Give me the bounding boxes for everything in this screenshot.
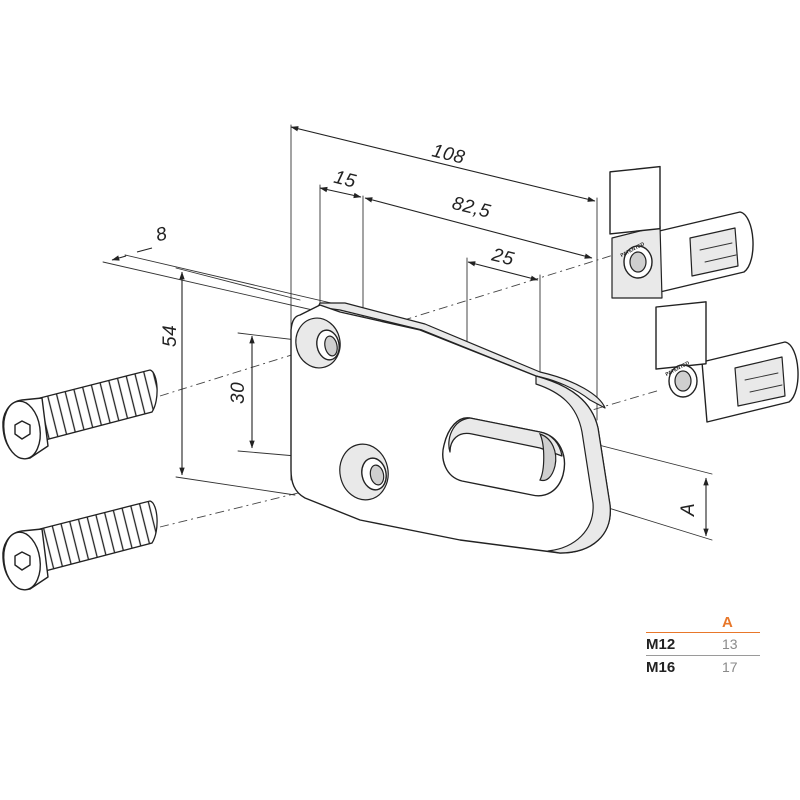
upper-countersunk-hole	[295, 317, 341, 369]
dim-overall-length: 108	[430, 140, 467, 168]
wall-insert-upper: PATENTED	[609, 165, 754, 299]
mounting-plate	[290, 302, 611, 554]
dim-height: 54	[160, 325, 181, 347]
size-table-header-a: A	[722, 613, 733, 631]
screw-lower	[2, 500, 158, 591]
insert-flange	[609, 165, 661, 235]
dim-hole-spacing: 30	[228, 382, 249, 404]
hex-socket-icon	[14, 420, 31, 440]
size-table-header: A	[646, 612, 760, 633]
lower-countersunk-hole	[339, 443, 389, 501]
table-row: M16 17	[646, 656, 760, 678]
dim-slot-offset: A	[678, 503, 699, 517]
dim-hole-offset: 15	[332, 167, 359, 193]
dim-slot-width: 25	[489, 244, 517, 270]
size-label: M16	[646, 658, 676, 676]
dim-hole-to-slot: 82,5	[450, 193, 493, 223]
dim-thickness: 8	[154, 223, 170, 246]
size-value: 17	[722, 659, 738, 675]
size-label: M12	[646, 635, 676, 653]
screw-upper	[2, 369, 158, 460]
size-table: A M12 13 M16 17	[646, 612, 760, 678]
table-row: M12 13	[646, 633, 760, 656]
insert-flange	[655, 301, 707, 370]
wall-insert-lower: PATENTED	[655, 301, 799, 423]
size-value: 13	[722, 636, 738, 652]
hex-socket-icon	[14, 551, 31, 571]
